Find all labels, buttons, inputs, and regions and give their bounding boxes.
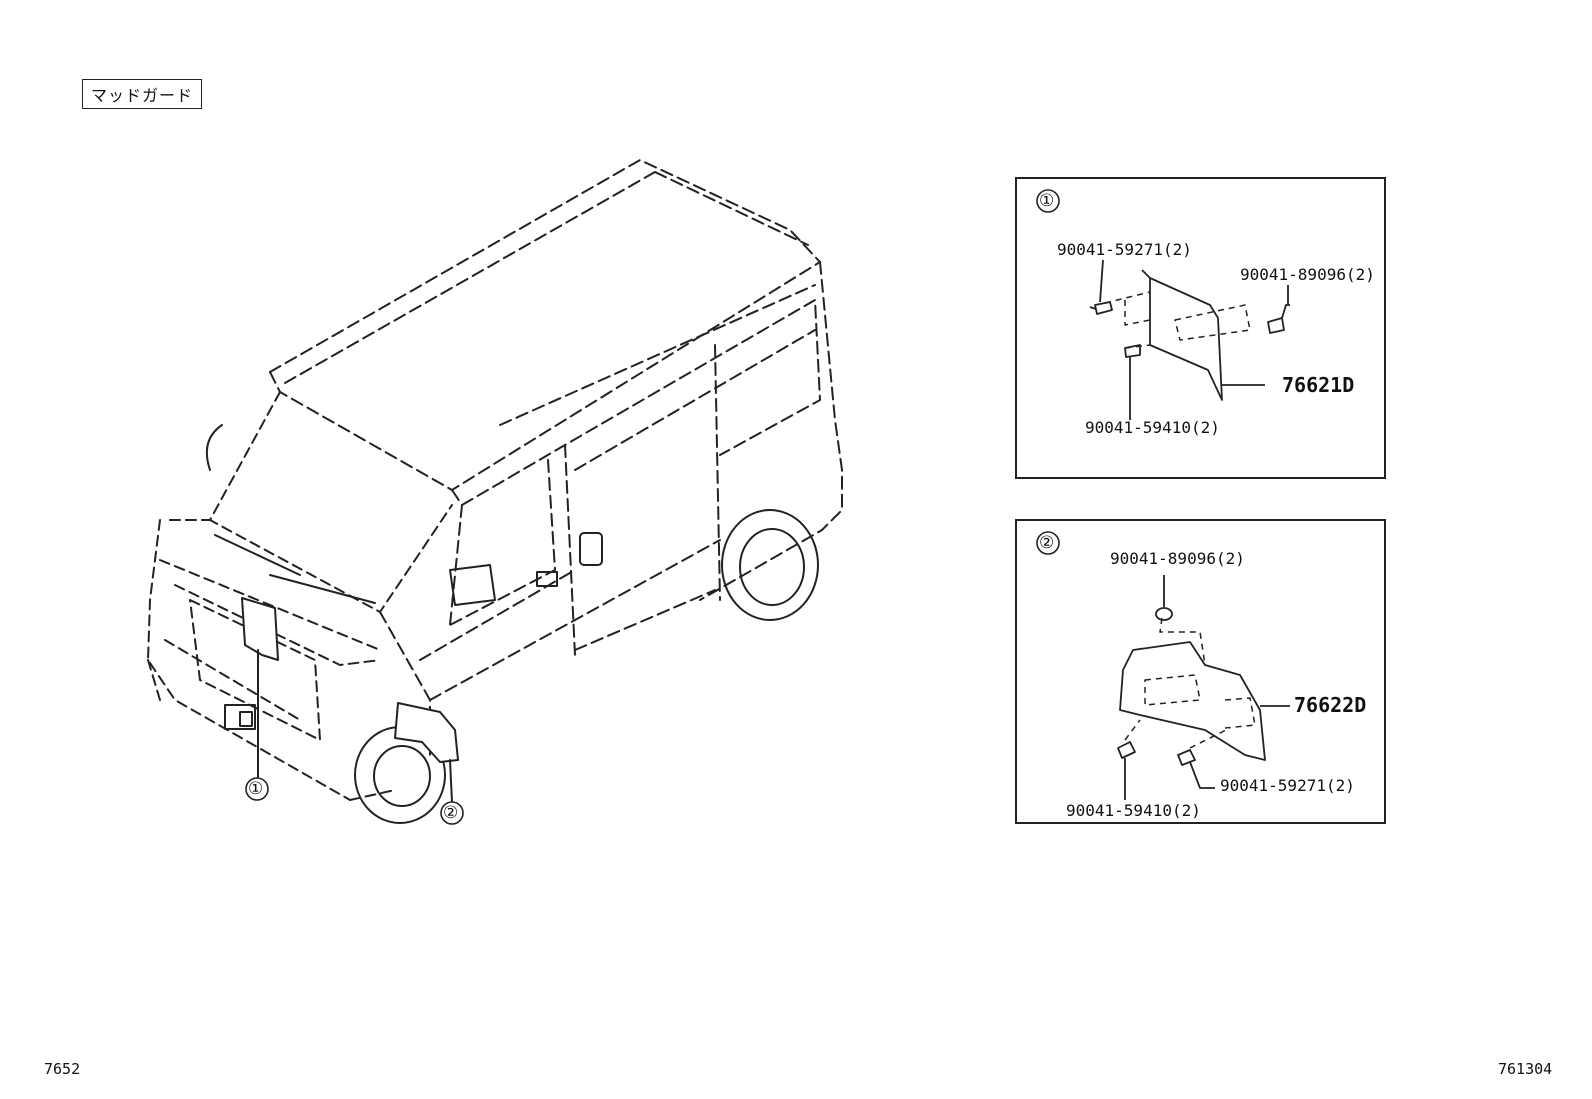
panel-2-label-screw-a: 90041-59271(2) [1220,776,1355,795]
panel-1-label-screw-a: 90041-59271(2) [1057,240,1192,259]
footer-right-code: 761304 [1498,1060,1553,1078]
wiper-left [214,534,301,576]
diagram-title: マッドガード [82,79,203,109]
screw-90041-59271-icon [1177,749,1215,789]
panel-2-label-clip-a: 90041-89096(2) [1110,549,1245,568]
screw-90041-59271-icon [1089,301,1113,315]
door-handle-front [536,571,558,587]
rear-wheel [721,509,819,621]
van-front-outline [147,519,396,801]
callout-1-marker: ① [248,779,264,799]
clip-90041-89096-icon [1155,575,1173,621]
panel-1-marker: ① [1039,191,1055,211]
panel-2-label-main-part: 76622D [1294,693,1367,717]
panel-1-label-main-part: 76621D [1282,373,1355,397]
part-76622d-shape [1119,641,1266,761]
door-handle-slide [579,532,603,566]
screw-90041-59410-icon [1124,344,1141,358]
license-plate [224,704,256,730]
screw-90041-59410-icon [1117,741,1136,800]
van-side-outline [379,261,843,761]
panel-1-label-screw-b: 90041-59410(2) [1085,418,1220,437]
footer-left-code: 7652 [44,1060,81,1078]
mud-guard-front-wheel [394,702,459,763]
van-roof-outline [269,159,821,506]
mud-guard-front-center [241,597,279,661]
panel-1-label-clip-a: 90041-89096(2) [1240,265,1375,284]
panel-2-marker: ② [1039,533,1055,553]
windshield-outline [159,391,453,651]
callout-2-marker: ② [443,803,459,823]
panel-2-label-screw-b: 90041-59410(2) [1066,801,1201,820]
side-mirror [449,564,496,606]
wiper-right [269,574,376,604]
